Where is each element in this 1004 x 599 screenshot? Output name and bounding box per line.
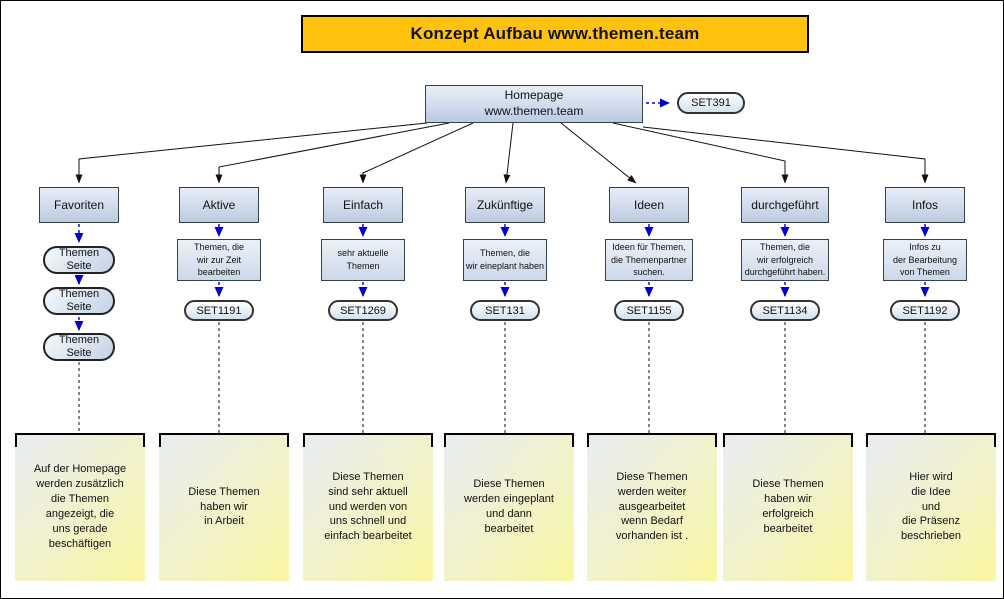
themen-seite-pill-1: Themen Seite — [43, 246, 115, 274]
header-favoriten: Favoriten — [39, 187, 119, 223]
homepage-node: Homepage www.themen.team — [425, 85, 643, 123]
subbox-einfach: sehr aktuelle Themen — [321, 239, 405, 281]
subbox-aktive: Themen, die wir zur Zeit bearbeiten — [177, 239, 261, 281]
subbox-ideen: Ideen für Themen, die Themenpartner such… — [605, 239, 693, 281]
note-infos: Hier wird die Idee und die Präsenz besch… — [866, 433, 996, 581]
note-aktive: Diese Themen haben wir in Arbeit — [159, 433, 289, 581]
set-oval-durchgefuehrt: SET1134 — [750, 300, 820, 321]
note-favoriten: Auf der Homepage werden zusätzlich die T… — [15, 433, 145, 581]
header-einfach: Einfach — [323, 187, 403, 223]
note-einfach: Diese Themen sind sehr aktuell und werde… — [303, 433, 433, 581]
set-oval-aktive: SET1191 — [184, 300, 254, 321]
note-durchgefuehrt: Diese Themen haben wir erfolgreich bearb… — [723, 433, 853, 581]
set-oval-ideen: SET1155 — [614, 300, 684, 321]
subbox-durchgefuehrt: Themen, die wir erfolgreich durchgeführt… — [741, 239, 829, 281]
set-oval-root: SET391 — [677, 92, 745, 114]
header-ideen: Ideen — [609, 187, 689, 223]
themen-seite-pill-2: Themen Seite — [43, 287, 115, 315]
themen-seite-pill-3: Themen Seite — [43, 333, 115, 361]
header-durchgefuehrt: durchgeführt — [741, 187, 829, 223]
subbox-zukuenftige: Themen, die wir eineplant haben — [463, 239, 547, 281]
note-zukuenftige: Diese Themen werden eingeplant und dann … — [444, 433, 574, 581]
header-infos: Infos — [885, 187, 965, 223]
note-ideen: Diese Themen werden weiter ausgearbeitet… — [587, 433, 717, 581]
diagram-title: Konzept Aufbau www.themen.team — [301, 15, 809, 53]
subbox-infos: Infos zu der Bearbeitung von Themen — [883, 239, 967, 281]
header-zukuenftige: Zukünftige — [465, 187, 545, 223]
set-oval-einfach: SET1269 — [328, 300, 398, 321]
set-oval-infos: SET1192 — [890, 300, 960, 321]
header-aktive: Aktive — [179, 187, 259, 223]
set-oval-zukuenftige: SET131 — [470, 300, 540, 321]
